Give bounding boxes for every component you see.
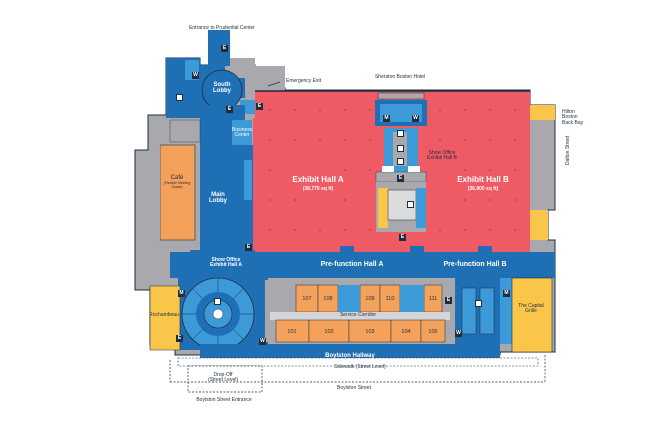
accessible-icon [407,201,414,208]
boylston-hallway [200,344,500,358]
business-center-label: Business Center [232,127,253,139]
prefunction-a-label: Pre-function Hall A [320,261,384,268]
room-107[interactable]: 107 [302,296,312,302]
hilton-label: Hilton Boston Back Bay [562,109,584,126]
room-111[interactable]: 111 [428,296,438,302]
elevator-icon: E [399,234,406,241]
cafe-room [159,144,196,241]
accessible-icon [397,145,404,152]
service-corridor-label: Service Corridor [339,312,377,318]
service-corridor [270,312,450,320]
accessible-icon [397,130,404,137]
restroom-men-icon: M [503,290,510,297]
accessible-icon [475,300,482,307]
drop-off-label: Drop-Off (Street Level) [208,372,239,384]
room-101[interactable]: 101 [287,329,297,335]
sidewalk-label: Sidewalk (Street Level) [334,364,386,370]
show-office-b-label: Show Office Exhibit Hall B [427,150,457,162]
emergency-exit-label: Emergency Exit [286,78,322,84]
show-office-a-label: Show Office Exhibit Hall A [209,257,243,269]
room-105[interactable]: 105 [428,329,438,335]
emergency-exit-arrow [267,81,281,87]
sheraton-label: Sheraton Boston Hotel [374,74,426,80]
main-lobby-label: Main Lobby [209,192,227,205]
elevator-icon: E [445,297,452,304]
elevator-icon: E [226,106,233,113]
capital-grille-label: The Capital Grille [518,303,544,315]
cafe-sub-label: (Flexible Meeting Space) [163,181,191,189]
restroom-men-icon: M [178,290,185,297]
elevator-icon: E [256,103,263,110]
boylston-street-label: Boylston Street [337,385,371,391]
entrance-prudential-label: Entrance to Prudential Center [189,25,255,31]
drop-off-area [187,365,263,393]
elevator-icon: E [245,244,252,251]
restroom-women-icon: W [259,338,266,345]
room-109[interactable]: 109 [365,296,375,302]
room-103[interactable]: 103 [365,329,375,335]
exhibit-hall-b-label: Exhibit Hall B [457,175,509,184]
sidewalk [177,357,539,367]
elevator-icon: E [397,175,404,182]
prefunction-b-label: Pre-function Hall B [443,261,507,268]
room-102[interactable]: 102 [324,329,334,335]
room-108[interactable]: 108 [323,296,333,302]
rochambeau-label: Rochambeau [149,312,179,318]
restroom-women-icon: W [455,330,462,337]
exhibit-hall-a-label: Exhibit Hall A [292,175,344,184]
accessible-icon [397,158,404,165]
dalton-street-label: Dalton Street [565,135,571,165]
meeting-rooms-top [295,284,443,313]
south-lobby-label: South Lobby [213,82,231,95]
restroom-men-icon: M [383,115,390,122]
exhibit-hall-a-size: (38,770 sq ft) [302,186,334,192]
boylston-entrance-label: Boylston Street Entrance [196,397,252,403]
elevator-icon: E [221,45,228,52]
accessible-icon [176,94,183,101]
prefunction-hall [170,252,555,278]
business-center [232,120,252,145]
elevator-icon: E [176,335,183,342]
boylston-hallway-label: Boylston Hallway [325,353,375,359]
main-lobby [200,105,245,250]
restroom-women-icon: W [412,115,419,122]
restroom-women-icon: W [192,72,199,79]
rochambeau-room [149,285,181,351]
accessible-icon [214,298,221,305]
cafe-label: Café [170,175,184,181]
room-104[interactable]: 104 [401,329,411,335]
meeting-rooms-bottom [275,319,446,343]
column-grid [269,109,516,231]
exhibit-hall-b-size: (36,900 sq ft) [467,186,499,192]
room-110[interactable]: 110 [385,296,395,302]
capital-grille-room [511,277,553,353]
